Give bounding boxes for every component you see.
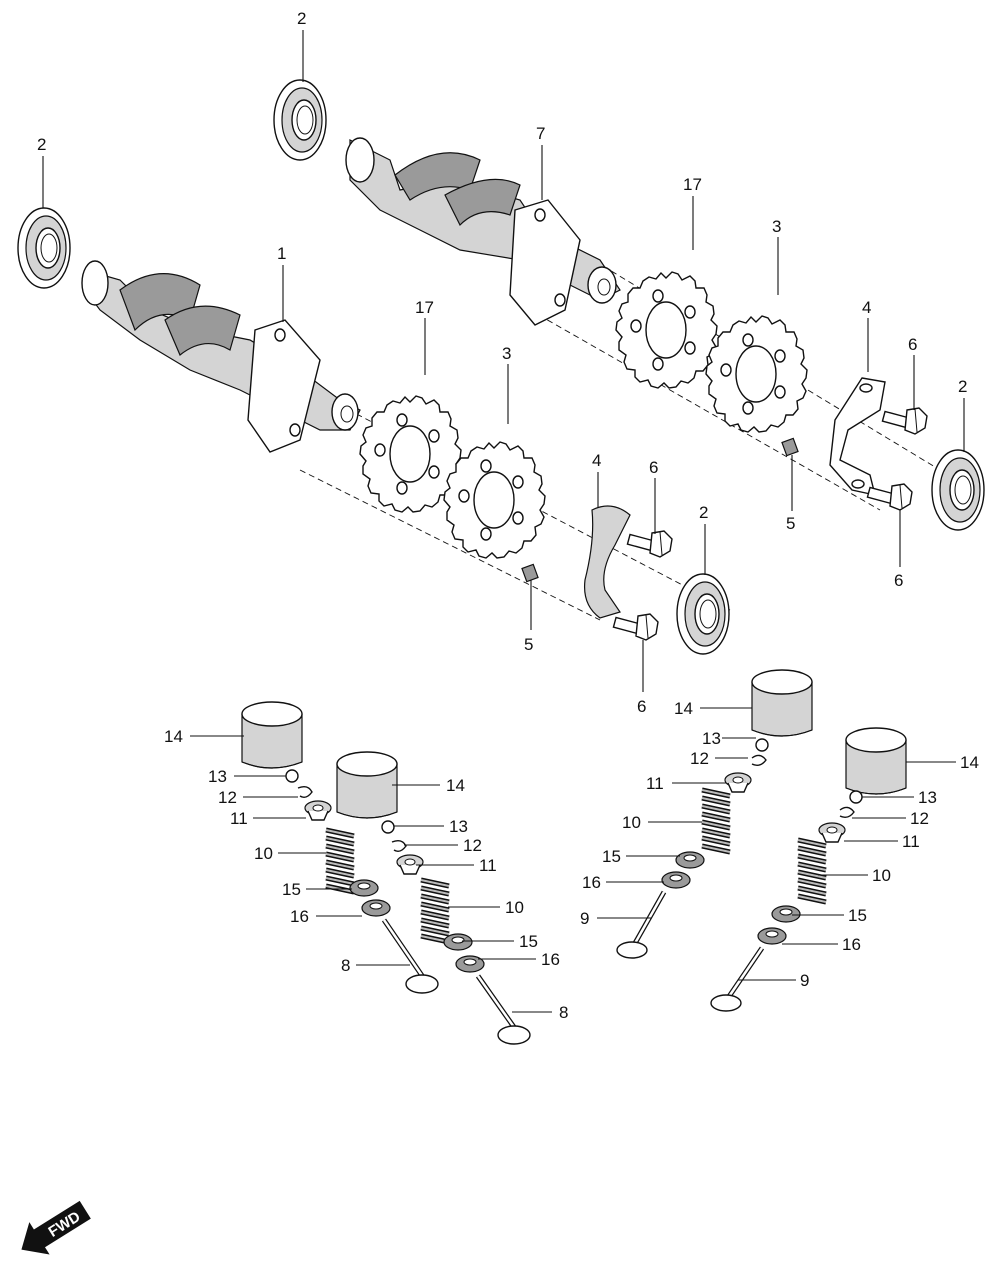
callout-10-right-b: 10 (872, 866, 891, 885)
callout-2-right-lower: 2 (699, 503, 708, 522)
forward-direction-badge: FWD (21, 1200, 91, 1255)
callout-16-left-a: 16 (290, 907, 309, 926)
bearing-left (17, 207, 71, 289)
sprocket-lower-3 (443, 441, 546, 559)
forward-arrow-icon (21, 1200, 91, 1255)
callout-12-right-a: 12 (690, 749, 709, 768)
callout-1: 1 (277, 244, 286, 263)
callout-15-left-a: 15 (282, 880, 301, 899)
callout-16-right-b: 16 (842, 935, 861, 954)
bracket-upper (829, 377, 886, 496)
callout-11-left-b: 11 (479, 856, 497, 875)
callout-11-right-a: 11 (646, 774, 664, 793)
callout-17-upper: 17 (683, 175, 702, 194)
callout-16-left-b: 16 (541, 950, 560, 969)
callout-12-right-b: 12 (910, 809, 929, 828)
camshaft-upper (345, 137, 941, 511)
callout-13-right-a: 13 (702, 729, 721, 748)
callout-14-right-a: 14 (674, 699, 693, 718)
callout-14-right-b: 14 (960, 753, 979, 772)
callout-3-upper: 3 (772, 217, 781, 236)
callout-15-left-b: 15 (519, 932, 538, 951)
callout-labels: 2 2 2 2 7 1 17 17 3 3 4 4 6 6 6 6 5 5 14… (37, 9, 979, 1022)
callout-6-upper-b: 6 (894, 571, 903, 590)
callout-2-left: 2 (37, 135, 46, 154)
callout-3-lower: 3 (502, 344, 511, 363)
callout-11-left-a: 11 (230, 809, 248, 828)
callout-9-right-a: 9 (580, 909, 589, 928)
callout-10-left-a: 10 (254, 844, 273, 863)
callout-8-left-b: 8 (559, 1003, 568, 1022)
callout-12-left-b: 12 (463, 836, 482, 855)
callout-7: 7 (536, 124, 545, 143)
callout-13-left-a: 13 (208, 767, 227, 786)
callout-12-left-a: 12 (218, 788, 237, 807)
callout-5-lower: 5 (524, 635, 533, 654)
bearing-top (273, 79, 327, 161)
callout-15-right-b: 15 (848, 906, 867, 925)
callout-14-left-a: 14 (164, 727, 183, 746)
bearing-right-lower (676, 573, 730, 655)
callout-15-right-a: 15 (602, 847, 621, 866)
callout-6-upper-a: 6 (908, 335, 917, 354)
valve-group-left-a (241, 701, 439, 994)
callout-11-right-b: 11 (902, 832, 920, 851)
valve-group-right-b (710, 727, 907, 1012)
callout-9-right-b: 9 (800, 971, 809, 990)
callout-16-right-a: 16 (582, 873, 601, 892)
callout-4-lower: 4 (592, 451, 601, 470)
valve-group-left-b (336, 751, 531, 1045)
callout-4-upper: 4 (862, 298, 871, 317)
callout-13-right-b: 13 (918, 788, 937, 807)
callout-2-right-upper: 2 (958, 377, 967, 396)
callout-2-top: 2 (297, 9, 306, 28)
bolt-upper-b (866, 483, 913, 511)
callout-10-left-b: 10 (505, 898, 524, 917)
dowel-pin-upper (781, 437, 799, 457)
callout-6-lower-b: 6 (637, 697, 646, 716)
bolt-lower-a (626, 530, 673, 558)
bolt-upper-a (881, 407, 928, 435)
callout-13-left-b: 13 (449, 817, 468, 836)
bolt-lower-b (612, 613, 659, 641)
callout-8-left-a: 8 (341, 956, 350, 975)
dowel-pin-lower (521, 563, 539, 583)
callout-17-lower: 17 (415, 298, 434, 317)
callout-6-lower-a: 6 (649, 458, 658, 477)
leader-lines (42, 30, 965, 1013)
sprocket-upper-3 (705, 315, 808, 433)
bearing-right-upper (931, 449, 985, 531)
bracket-lower (583, 505, 631, 619)
callout-10-right-a: 10 (622, 813, 641, 832)
sprocket-upper-17 (615, 271, 718, 389)
callout-14-left-b: 14 (446, 776, 465, 795)
callout-5-upper: 5 (786, 514, 795, 533)
